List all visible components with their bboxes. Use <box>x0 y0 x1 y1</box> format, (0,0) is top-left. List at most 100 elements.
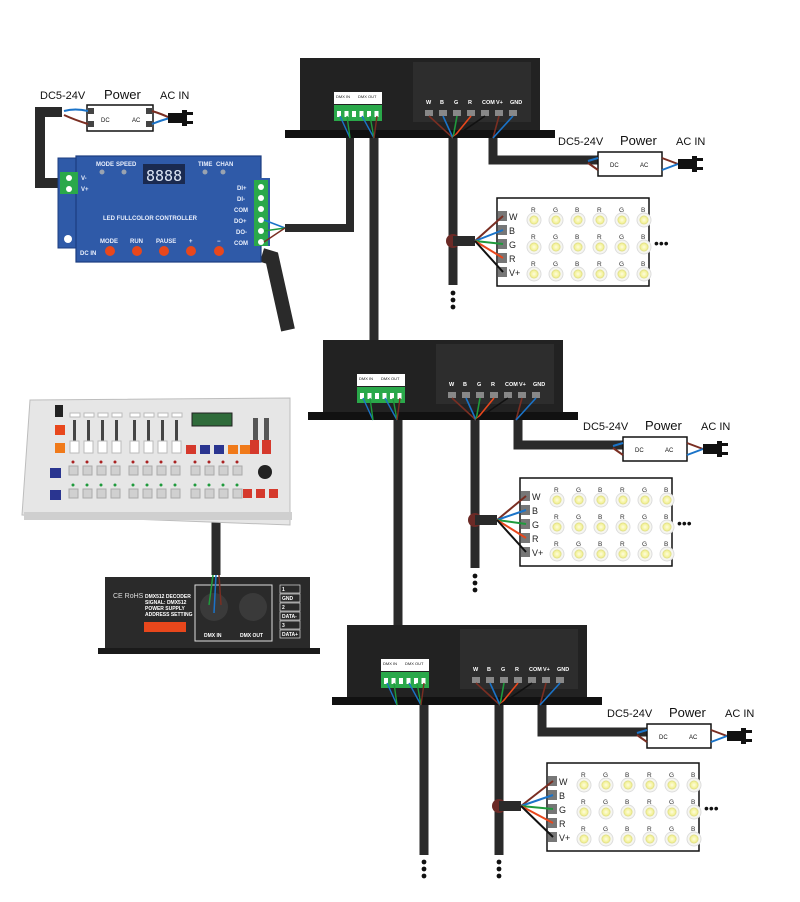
wire-label: W <box>509 212 518 222</box>
led-chip <box>639 269 649 279</box>
scene-button[interactable] <box>68 488 79 499</box>
led-chip <box>579 780 589 790</box>
output-terminal <box>518 392 526 398</box>
channel-fader[interactable] <box>83 440 94 454</box>
minus-button[interactable] <box>214 246 224 256</box>
channel-button[interactable] <box>232 465 243 476</box>
channel-button[interactable] <box>110 465 121 476</box>
channel-fader[interactable] <box>97 440 108 454</box>
svg-text:AC: AC <box>689 735 698 741</box>
wire-label: B <box>559 791 565 801</box>
channel-fader[interactable] <box>143 440 154 454</box>
output-terminal <box>476 392 484 398</box>
channel-button[interactable] <box>190 465 201 476</box>
power-switch[interactable] <box>55 405 63 417</box>
run-button[interactable] <box>132 246 142 256</box>
led-color-label: R <box>620 514 625 521</box>
ac-plug-icon <box>727 731 741 741</box>
console-lcd <box>191 412 233 427</box>
pin-label: DATA- <box>282 614 297 620</box>
controller-dc-cable <box>259 248 295 332</box>
output-terminal <box>500 677 508 683</box>
svg-text:8888: 8888 <box>146 167 182 185</box>
svg-text:DI-: DI- <box>237 197 245 203</box>
led-color-label: B <box>641 234 645 241</box>
channel-button[interactable] <box>218 465 229 476</box>
scene-button[interactable] <box>218 488 229 499</box>
led-chip <box>618 522 628 532</box>
channel-button[interactable] <box>82 465 93 476</box>
terminal-v-minus: V- <box>81 176 87 182</box>
output-label: COM <box>529 667 542 673</box>
output-terminal <box>532 392 540 398</box>
led-color-label: G <box>576 514 581 521</box>
channel-button[interactable] <box>142 465 153 476</box>
fade-fader[interactable] <box>262 440 271 454</box>
channel-button[interactable] <box>204 465 215 476</box>
dip-switch[interactable] <box>144 622 186 632</box>
led-chip <box>640 495 650 505</box>
joystick[interactable] <box>258 465 272 479</box>
channel-fader[interactable] <box>157 440 168 454</box>
led-color-label: B <box>641 207 645 214</box>
channel-button[interactable] <box>156 465 167 476</box>
channel-fader[interactable] <box>171 440 182 454</box>
scene-button[interactable] <box>142 488 153 499</box>
channel-fader[interactable] <box>69 440 80 454</box>
led-chip <box>573 215 583 225</box>
led-chip <box>662 522 672 532</box>
wire-label: W <box>559 777 568 787</box>
led-color-label: R <box>620 487 625 494</box>
scene-button[interactable] <box>110 488 121 499</box>
speed-fader[interactable] <box>250 440 259 454</box>
plus-button[interactable] <box>186 246 196 256</box>
channel-button[interactable] <box>68 465 79 476</box>
scene-button[interactable] <box>170 488 181 499</box>
channel-button[interactable] <box>170 465 181 476</box>
pause-button[interactable] <box>159 246 169 256</box>
led-color-label: B <box>625 772 629 779</box>
scene-button[interactable] <box>232 488 243 499</box>
led-color-label: B <box>598 541 602 548</box>
led-chip <box>573 269 583 279</box>
dmx-out-socket[interactable] <box>239 593 267 621</box>
led-color-label: R <box>647 772 652 779</box>
scene-button[interactable] <box>82 488 93 499</box>
continuation-marker: ••• <box>677 515 692 531</box>
channel-fader[interactable] <box>111 440 122 454</box>
dc-mark: DC <box>101 118 110 124</box>
ac-in-label: AC IN <box>676 136 705 148</box>
scene-button[interactable] <box>128 488 139 499</box>
scene-button[interactable] <box>190 488 201 499</box>
led-color-label: B <box>575 261 579 268</box>
scene-button[interactable] <box>204 488 215 499</box>
scene-button[interactable] <box>156 488 167 499</box>
ac-mark: AC <box>132 118 141 124</box>
led-color-label: B <box>691 799 695 806</box>
signal-terminal-block <box>254 180 268 246</box>
led-color-label: G <box>576 541 581 548</box>
dc-voltage-label: DC5-24V <box>558 136 604 148</box>
led-color-label: B <box>664 487 668 494</box>
dmx-splitter: CE RoHS DMX512 DECODER SIGNAL: DMX512 PO… <box>98 574 320 654</box>
cert-label: CE RoHS <box>113 593 144 600</box>
channel-button[interactable] <box>96 465 107 476</box>
output-label: GND <box>533 382 545 388</box>
power-label: Power <box>669 705 707 720</box>
led-color-label: B <box>598 487 602 494</box>
channel-fader[interactable] <box>129 440 140 454</box>
scene-button[interactable] <box>96 488 107 499</box>
led-color-label: G <box>642 487 647 494</box>
wire-label: G <box>509 240 516 250</box>
terminal-v-plus: V+ <box>81 187 89 193</box>
mode-button[interactable] <box>105 246 115 256</box>
channel-button[interactable] <box>128 465 139 476</box>
controller-to-decoder1-cable <box>285 125 354 232</box>
mode-button-label: MODE <box>100 239 118 245</box>
led-color-label: R <box>531 207 536 214</box>
wire-label: R <box>532 534 539 544</box>
led-color-label: R <box>531 261 536 268</box>
mode-indicator-label: MODE <box>96 162 114 168</box>
